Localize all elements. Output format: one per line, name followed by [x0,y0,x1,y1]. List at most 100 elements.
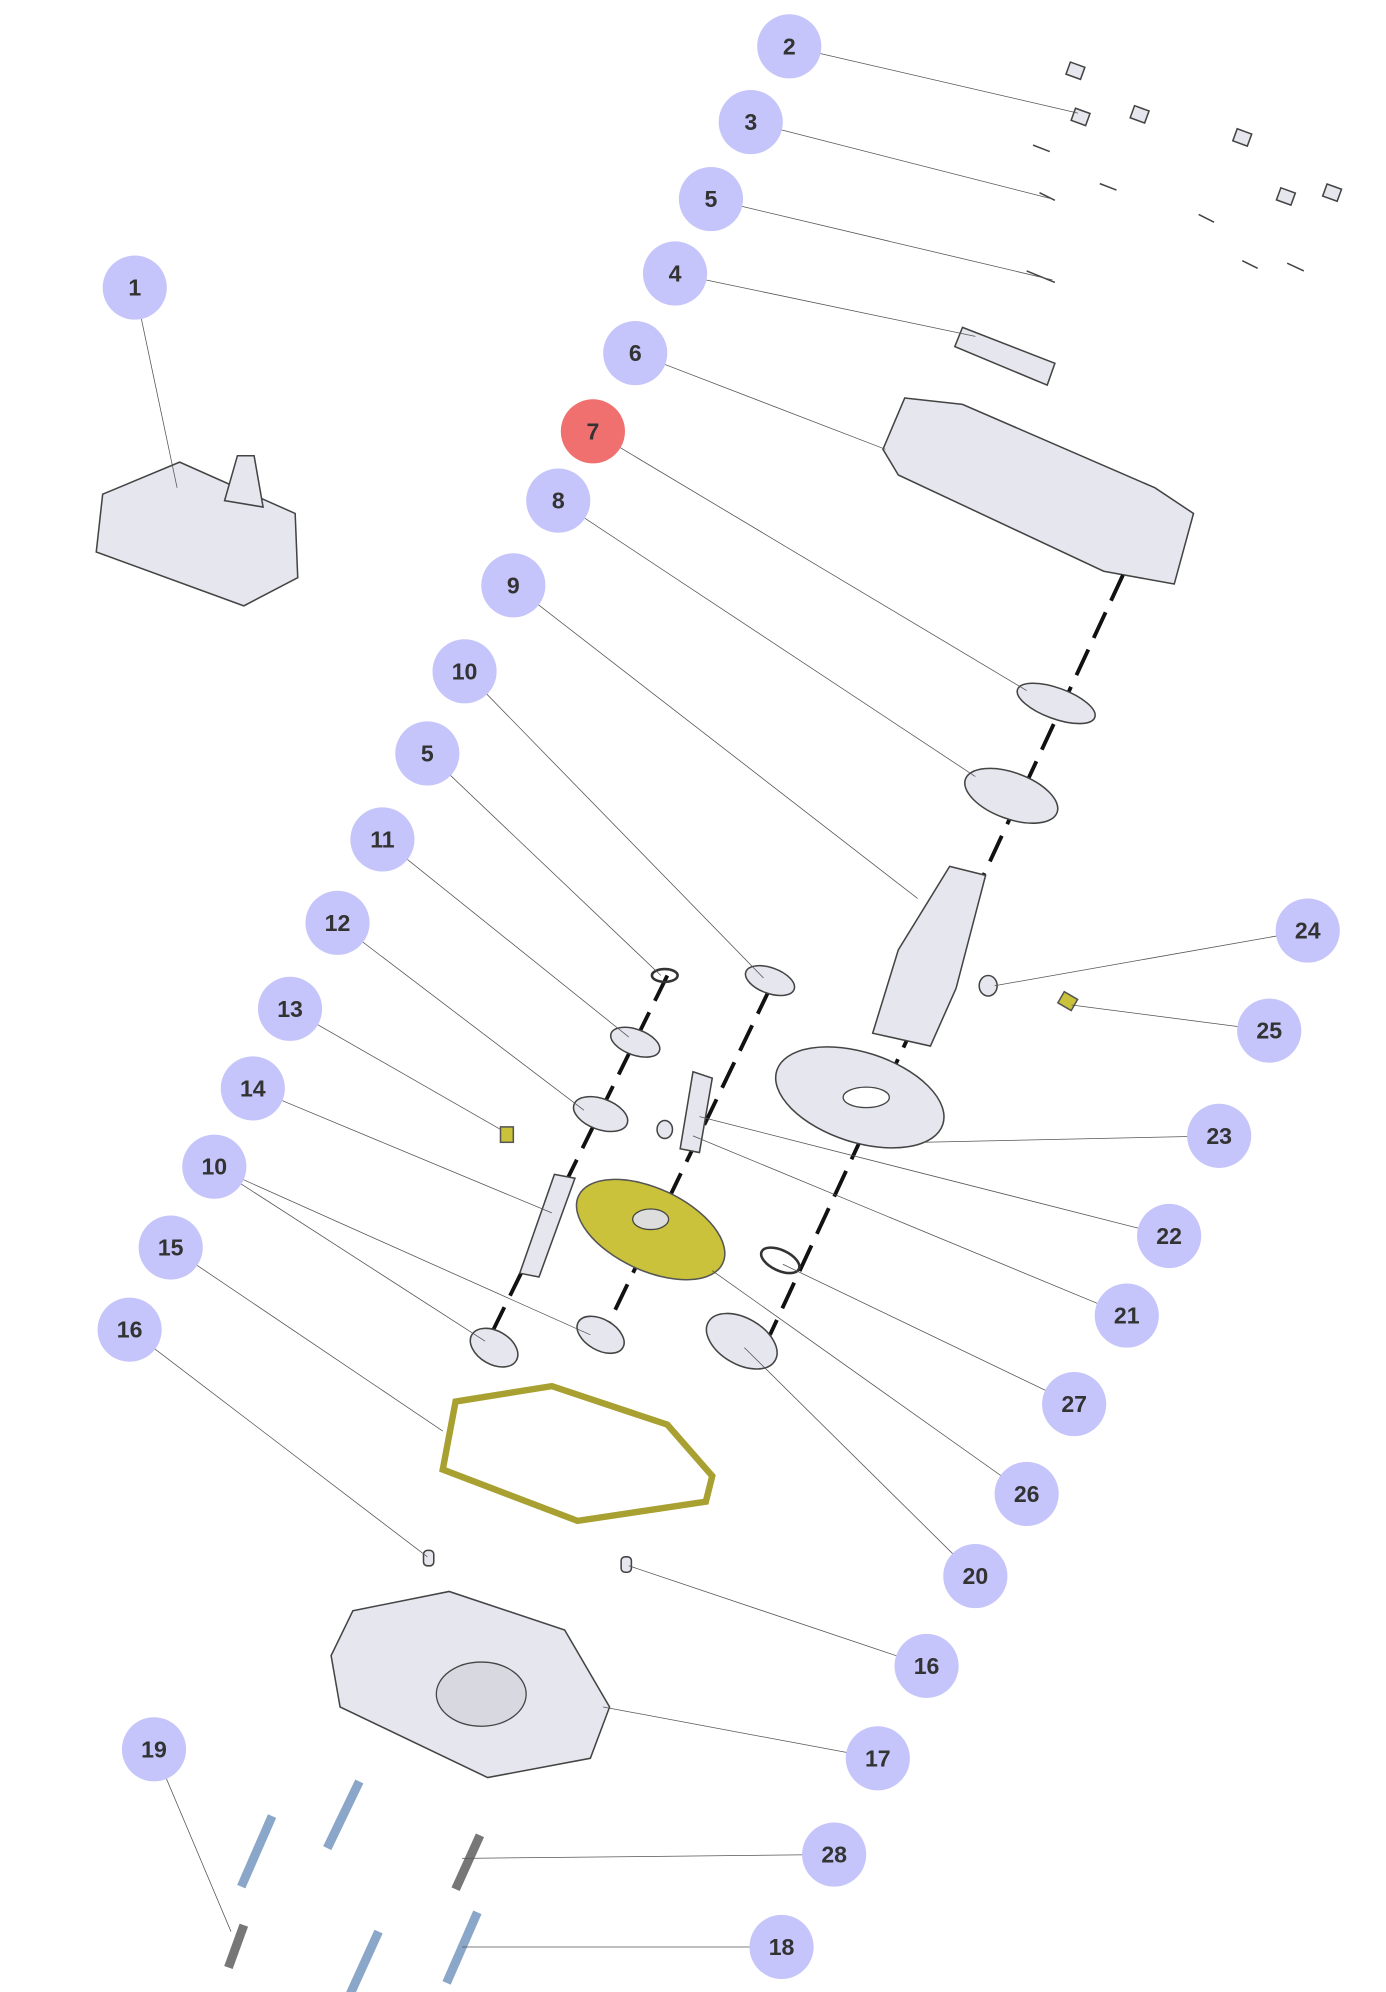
callout-circle[interactable] [894,1633,959,1698]
callout-5[interactable]: 5 [395,721,460,786]
callout-label: 15 [158,1235,184,1261]
callout-20[interactable]: 20 [943,1543,1008,1609]
callout-19[interactable]: 19 [121,1717,187,1782]
callout-8[interactable]: 8 [526,468,591,533]
callout-24[interactable]: 24 [1275,898,1340,963]
part-bearing-lower[interactable] [571,1309,631,1361]
callout-circle[interactable] [97,1297,162,1362]
callout-circle[interactable] [481,553,546,618]
part-pins[interactable] [1026,144,1305,284]
callout-16[interactable]: 16 [894,1633,959,1698]
callout-circle[interactable] [802,1822,867,1887]
part-nuts[interactable] [1065,61,1343,207]
callout-circle[interactable] [1275,898,1340,963]
part-bearing-small[interactable] [569,1090,633,1138]
leader-line [635,352,886,450]
callout-28[interactable]: 28 [802,1822,867,1887]
callout-circle[interactable] [749,1914,814,1980]
callout-circle[interactable] [678,166,744,232]
part-bearing-lower[interactable] [464,1320,525,1375]
callout-circle[interactable] [1042,1372,1107,1437]
callout-27[interactable]: 27 [1042,1372,1107,1437]
callout-circle[interactable] [138,1215,203,1280]
callout-circle[interactable] [526,468,591,533]
leader-line [214,1166,591,1336]
part-dowel[interactable] [422,1549,633,1573]
callout-circle[interactable] [943,1543,1008,1609]
callout-5[interactable]: 5 [678,166,744,232]
part-key-yellow[interactable] [1056,990,1079,1012]
callout-23[interactable]: 23 [1187,1103,1252,1168]
callout-circle[interactable] [395,721,460,786]
callout-1[interactable]: 1 [102,255,167,320]
callout-13[interactable]: 13 [257,976,323,1041]
part-bearing[interactable] [958,757,1065,834]
callout-circle[interactable] [560,399,625,464]
part-bearing-small[interactable] [741,960,798,1002]
callout-circle[interactable] [102,255,167,320]
callout-16[interactable]: 16 [97,1297,162,1362]
callout-label: 2 [783,33,796,59]
callout-12[interactable]: 12 [305,890,370,955]
part-circlip[interactable] [650,967,679,984]
callout-label: 8 [552,488,565,514]
leader-line [558,500,976,777]
callout-15[interactable]: 15 [138,1215,203,1280]
callout-circle[interactable] [220,1056,285,1121]
part-lower-housing[interactable] [330,1590,611,1779]
callout-circle[interactable] [1094,1283,1159,1348]
callout-4[interactable]: 4 [642,241,708,306]
callout-circle[interactable] [1187,1103,1252,1168]
callout-circle[interactable] [350,807,415,872]
part-bearing[interactable] [1012,675,1100,732]
part-plug[interactable] [978,974,998,997]
part-bearing-small[interactable] [607,1021,664,1063]
callout-25[interactable]: 25 [1237,998,1302,1063]
part-circlip[interactable] [757,1242,803,1278]
callout-10[interactable]: 10 [182,1134,247,1199]
callout-label: 6 [629,340,642,366]
callout-label: 10 [201,1154,227,1180]
callout-circle[interactable] [305,890,370,955]
callout-26[interactable]: 26 [994,1461,1059,1527]
part-upper-housing[interactable] [882,397,1195,585]
callout-11[interactable]: 11 [350,807,415,872]
part-plug[interactable] [656,1119,674,1140]
part-bearing-lower[interactable] [697,1302,787,1381]
callout-22[interactable]: 22 [1137,1203,1202,1269]
part-seal-ring[interactable] [953,326,1056,387]
callout-17[interactable]: 17 [845,1726,910,1791]
callout-circle[interactable] [718,89,783,155]
part-gasket[interactable] [439,1382,716,1525]
part-gear-wheel[interactable] [763,1028,957,1167]
leader-line [994,930,1308,987]
part-yellow-gear[interactable] [561,1159,740,1301]
callout-circle[interactable] [994,1461,1059,1527]
callout-circle[interactable] [121,1717,187,1782]
part-key-yellow[interactable] [499,1126,515,1144]
callout-circle[interactable] [182,1134,247,1199]
part-intermediate-shaft[interactable] [518,1173,576,1278]
leader-line [744,1347,976,1577]
callout-18[interactable]: 18 [749,1914,814,1980]
callout-circle[interactable] [1137,1203,1202,1269]
part-screws[interactable] [224,1779,485,1992]
callout-7[interactable]: 7 [560,399,625,464]
callout-circle[interactable] [642,241,708,306]
callout-3[interactable]: 3 [718,89,783,155]
callout-circle[interactable] [603,320,668,386]
callout-10[interactable]: 10 [432,639,497,704]
callout-2[interactable]: 2 [757,14,822,79]
part-main-shaft[interactable] [871,865,987,1047]
callout-6[interactable]: 6 [603,320,668,386]
callout-circle[interactable] [432,639,497,704]
callout-circle[interactable] [1237,998,1302,1063]
callout-9[interactable]: 9 [481,553,546,618]
callout-circle[interactable] [757,14,822,79]
callout-circle[interactable] [257,976,323,1041]
callout-21[interactable]: 21 [1094,1283,1159,1348]
callout-circle[interactable] [845,1726,910,1791]
callout-14[interactable]: 14 [220,1056,285,1121]
part-pinion-shaft[interactable] [679,1070,714,1154]
part-assembled-gearbox[interactable] [95,454,299,607]
